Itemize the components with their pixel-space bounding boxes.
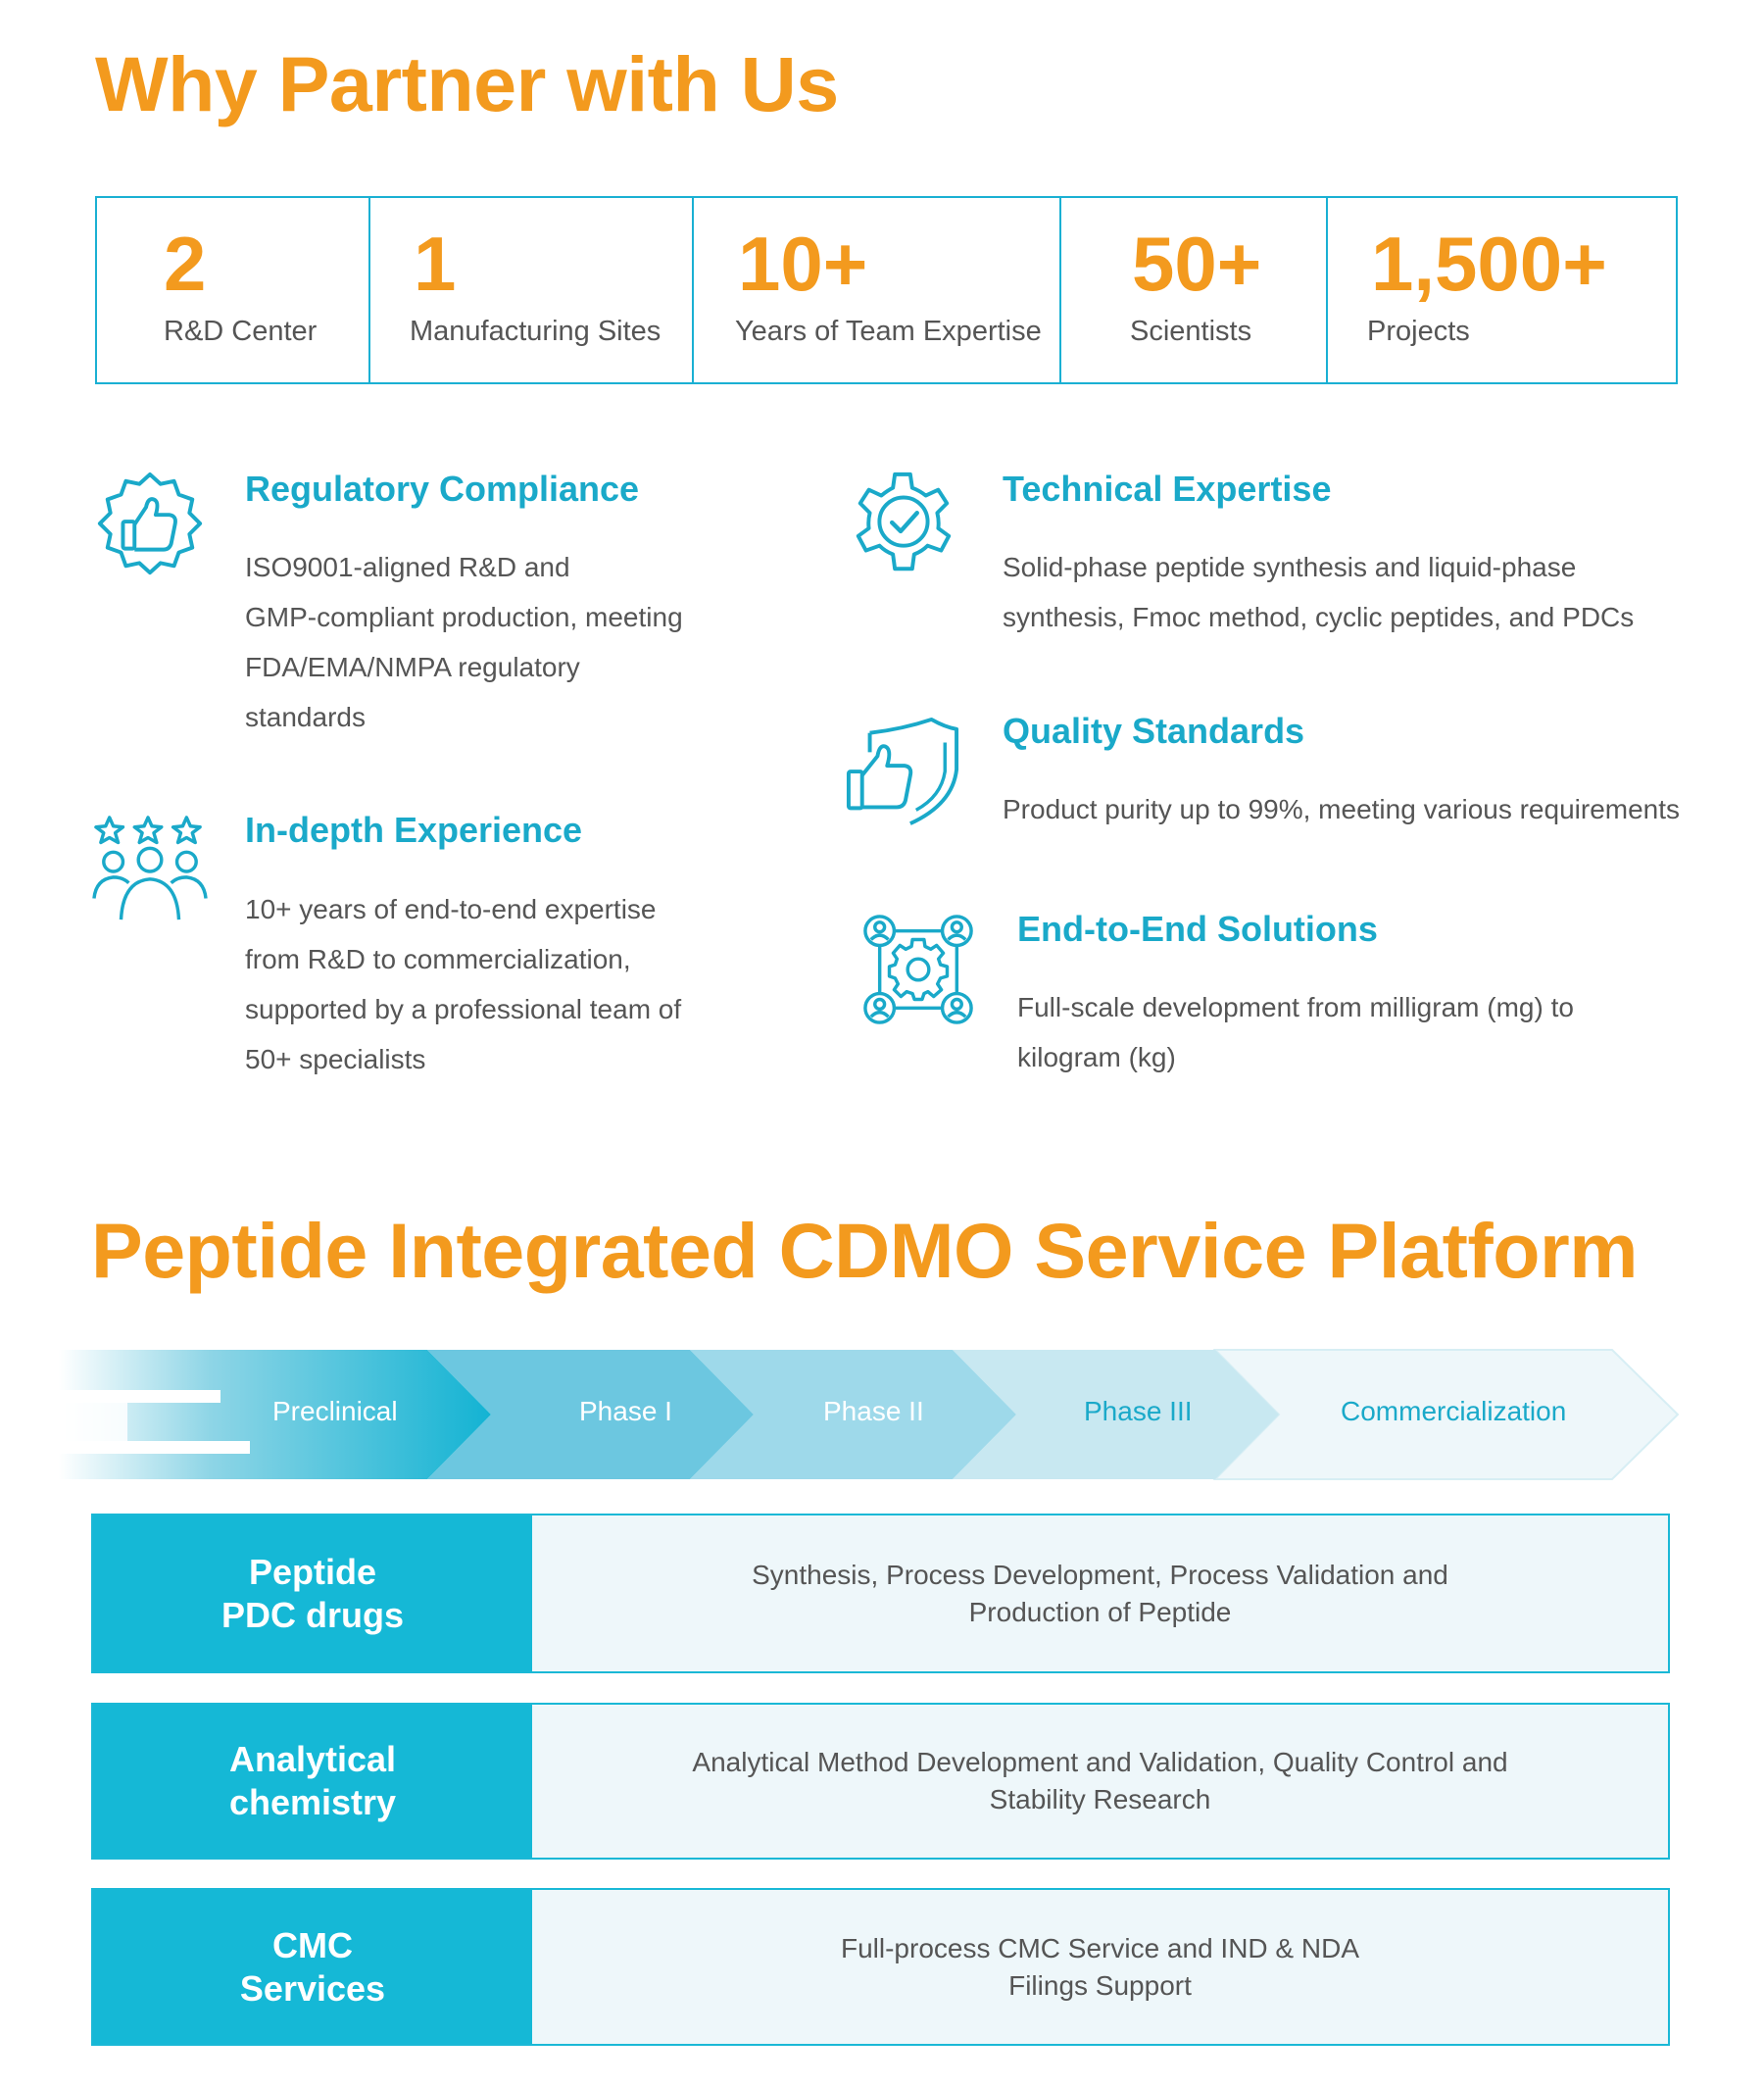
- desc-line: supported by a professional team of: [245, 994, 682, 1024]
- service-desc-line: Analytical Method Development and Valida…: [692, 1747, 1508, 1777]
- phase-label-phase-2: Phase II: [823, 1396, 924, 1426]
- stat-label: Projects: [1367, 316, 1470, 347]
- phase-label-phase-1: Phase I: [579, 1396, 672, 1426]
- stat-years-expertise: 10+ Years of Team Expertise: [694, 198, 1061, 382]
- service-desc-line: Filings Support: [1008, 1969, 1192, 2001]
- desc-line: FDA/EMA/NMPA regulatory: [245, 652, 580, 682]
- section-title-cdmo-platform: Peptide Integrated CDMO Service Platform: [91, 1207, 1638, 1294]
- service-row-cmc: CMC Services Full-process CMC Service an…: [91, 1888, 1670, 2046]
- stats-bar: 2 R&D Center 1 Manufacturing Sites 10+ Y…: [95, 196, 1678, 384]
- service-row-peptide: Peptide PDC drugs Synthesis, Process Dev…: [91, 1514, 1670, 1673]
- feature-desc-experience: 10+ years of end-to-end expertise from R…: [245, 884, 681, 1084]
- stat-rd-center: 2 R&D Center: [97, 198, 370, 382]
- stat-projects: 1,500+ Projects: [1328, 198, 1676, 382]
- service-name-line: chemistry: [228, 1782, 397, 1822]
- desc-line: GMP-compliant production, meeting: [245, 602, 683, 632]
- speed-line: [59, 1441, 250, 1454]
- shield-thumbs-up-icon: [846, 717, 959, 825]
- service-row-analytical: Analytical chemistry Analytical Method D…: [91, 1703, 1670, 1860]
- service-description: Analytical Method Development and Valida…: [532, 1705, 1668, 1858]
- feature-title-quality: Quality Standards: [1003, 711, 1305, 751]
- phase-label-commercialization: Commercialization: [1341, 1396, 1567, 1426]
- service-name-line: PDC drugs: [220, 1594, 404, 1635]
- phase-pipeline: [59, 1349, 1680, 1480]
- feature-desc-technical: Solid-phase peptide synthesis and liquid…: [1003, 542, 1634, 642]
- stat-value: 10+: [738, 221, 868, 307]
- stat-scientists: 50+ Scientists: [1061, 198, 1328, 382]
- feature-title-experience: In-depth Experience: [245, 810, 583, 850]
- stat-value: 1,500+: [1371, 221, 1607, 307]
- service-name-line: Analytical: [228, 1739, 397, 1779]
- thumbs-up-badge-icon: [97, 472, 203, 575]
- stat-label: Scientists: [1130, 316, 1252, 347]
- gear-check-icon: [856, 472, 952, 571]
- service-name: Analytical chemistry: [93, 1705, 532, 1858]
- stat-value: 1: [414, 221, 457, 307]
- speed-line: [59, 1403, 127, 1441]
- service-name-line: Peptide: [248, 1551, 377, 1592]
- phase-label-phase-3: Phase III: [1084, 1396, 1193, 1426]
- feature-title-regulatory: Regulatory Compliance: [245, 469, 640, 509]
- feature-desc-regulatory: ISO9001-aligned R&D and GMP-compliant pr…: [245, 542, 683, 742]
- stat-label: Years of Team Expertise: [735, 316, 1042, 347]
- service-name-line: CMC: [272, 1924, 353, 1965]
- service-name: Peptide PDC drugs: [93, 1515, 532, 1671]
- stat-manufacturing-sites: 1 Manufacturing Sites: [370, 198, 694, 382]
- phase-label-preclinical: Preclinical: [272, 1396, 398, 1426]
- desc-line: Full-scale development from milligram (m…: [1017, 992, 1574, 1022]
- feature-desc-quality: Product purity up to 99%, meeting variou…: [1003, 784, 1680, 834]
- desc-line: standards: [245, 702, 366, 732]
- service-desc-line: Synthesis, Process Development, Process …: [752, 1559, 1448, 1590]
- stat-value: 2: [164, 221, 207, 307]
- stat-value: 50+: [1132, 221, 1262, 307]
- desc-line: 50+ specialists: [245, 1044, 426, 1074]
- service-desc-line: Production of Peptide: [968, 1596, 1232, 1627]
- service-name-line: Services: [239, 1967, 386, 2009]
- service-desc-line: Full-process CMC Service and IND & NDA: [840, 1932, 1360, 1963]
- desc-line: from R&D to commercialization,: [245, 944, 631, 974]
- section-title-why-partner: Why Partner with Us: [95, 40, 839, 127]
- desc-line: Solid-phase peptide synthesis and liquid…: [1003, 552, 1577, 582]
- feature-title-solutions: End-to-End Solutions: [1017, 909, 1378, 949]
- desc-line: 10+ years of end-to-end expertise: [245, 894, 657, 924]
- phase-arrow-phase-2: [690, 1350, 1016, 1479]
- stat-label: R&D Center: [164, 316, 318, 347]
- phase-arrow-phase-1: [427, 1350, 754, 1479]
- service-description: Synthesis, Process Development, Process …: [532, 1515, 1668, 1671]
- feature-desc-solutions: Full-scale development from milligram (m…: [1017, 982, 1574, 1082]
- service-name: CMC Services: [93, 1890, 532, 2044]
- stat-label: Manufacturing Sites: [410, 316, 662, 347]
- network-gear-icon: [863, 915, 973, 1024]
- speed-line: [59, 1390, 220, 1403]
- team-stars-icon: [92, 816, 208, 920]
- service-desc-line: Stability Research: [989, 1784, 1211, 1814]
- feature-title-technical: Technical Expertise: [1003, 469, 1332, 509]
- service-description: Full-process CMC Service and IND & NDA F…: [532, 1890, 1668, 2044]
- desc-line: kilogram (kg): [1017, 1042, 1176, 1072]
- desc-line: synthesis, Fmoc method, cyclic peptides,…: [1003, 602, 1635, 632]
- phase-arrow-phase-3: [953, 1350, 1279, 1479]
- desc-line: Product purity up to 99%, meeting variou…: [1003, 794, 1681, 824]
- desc-line: ISO9001-aligned R&D and: [245, 552, 570, 582]
